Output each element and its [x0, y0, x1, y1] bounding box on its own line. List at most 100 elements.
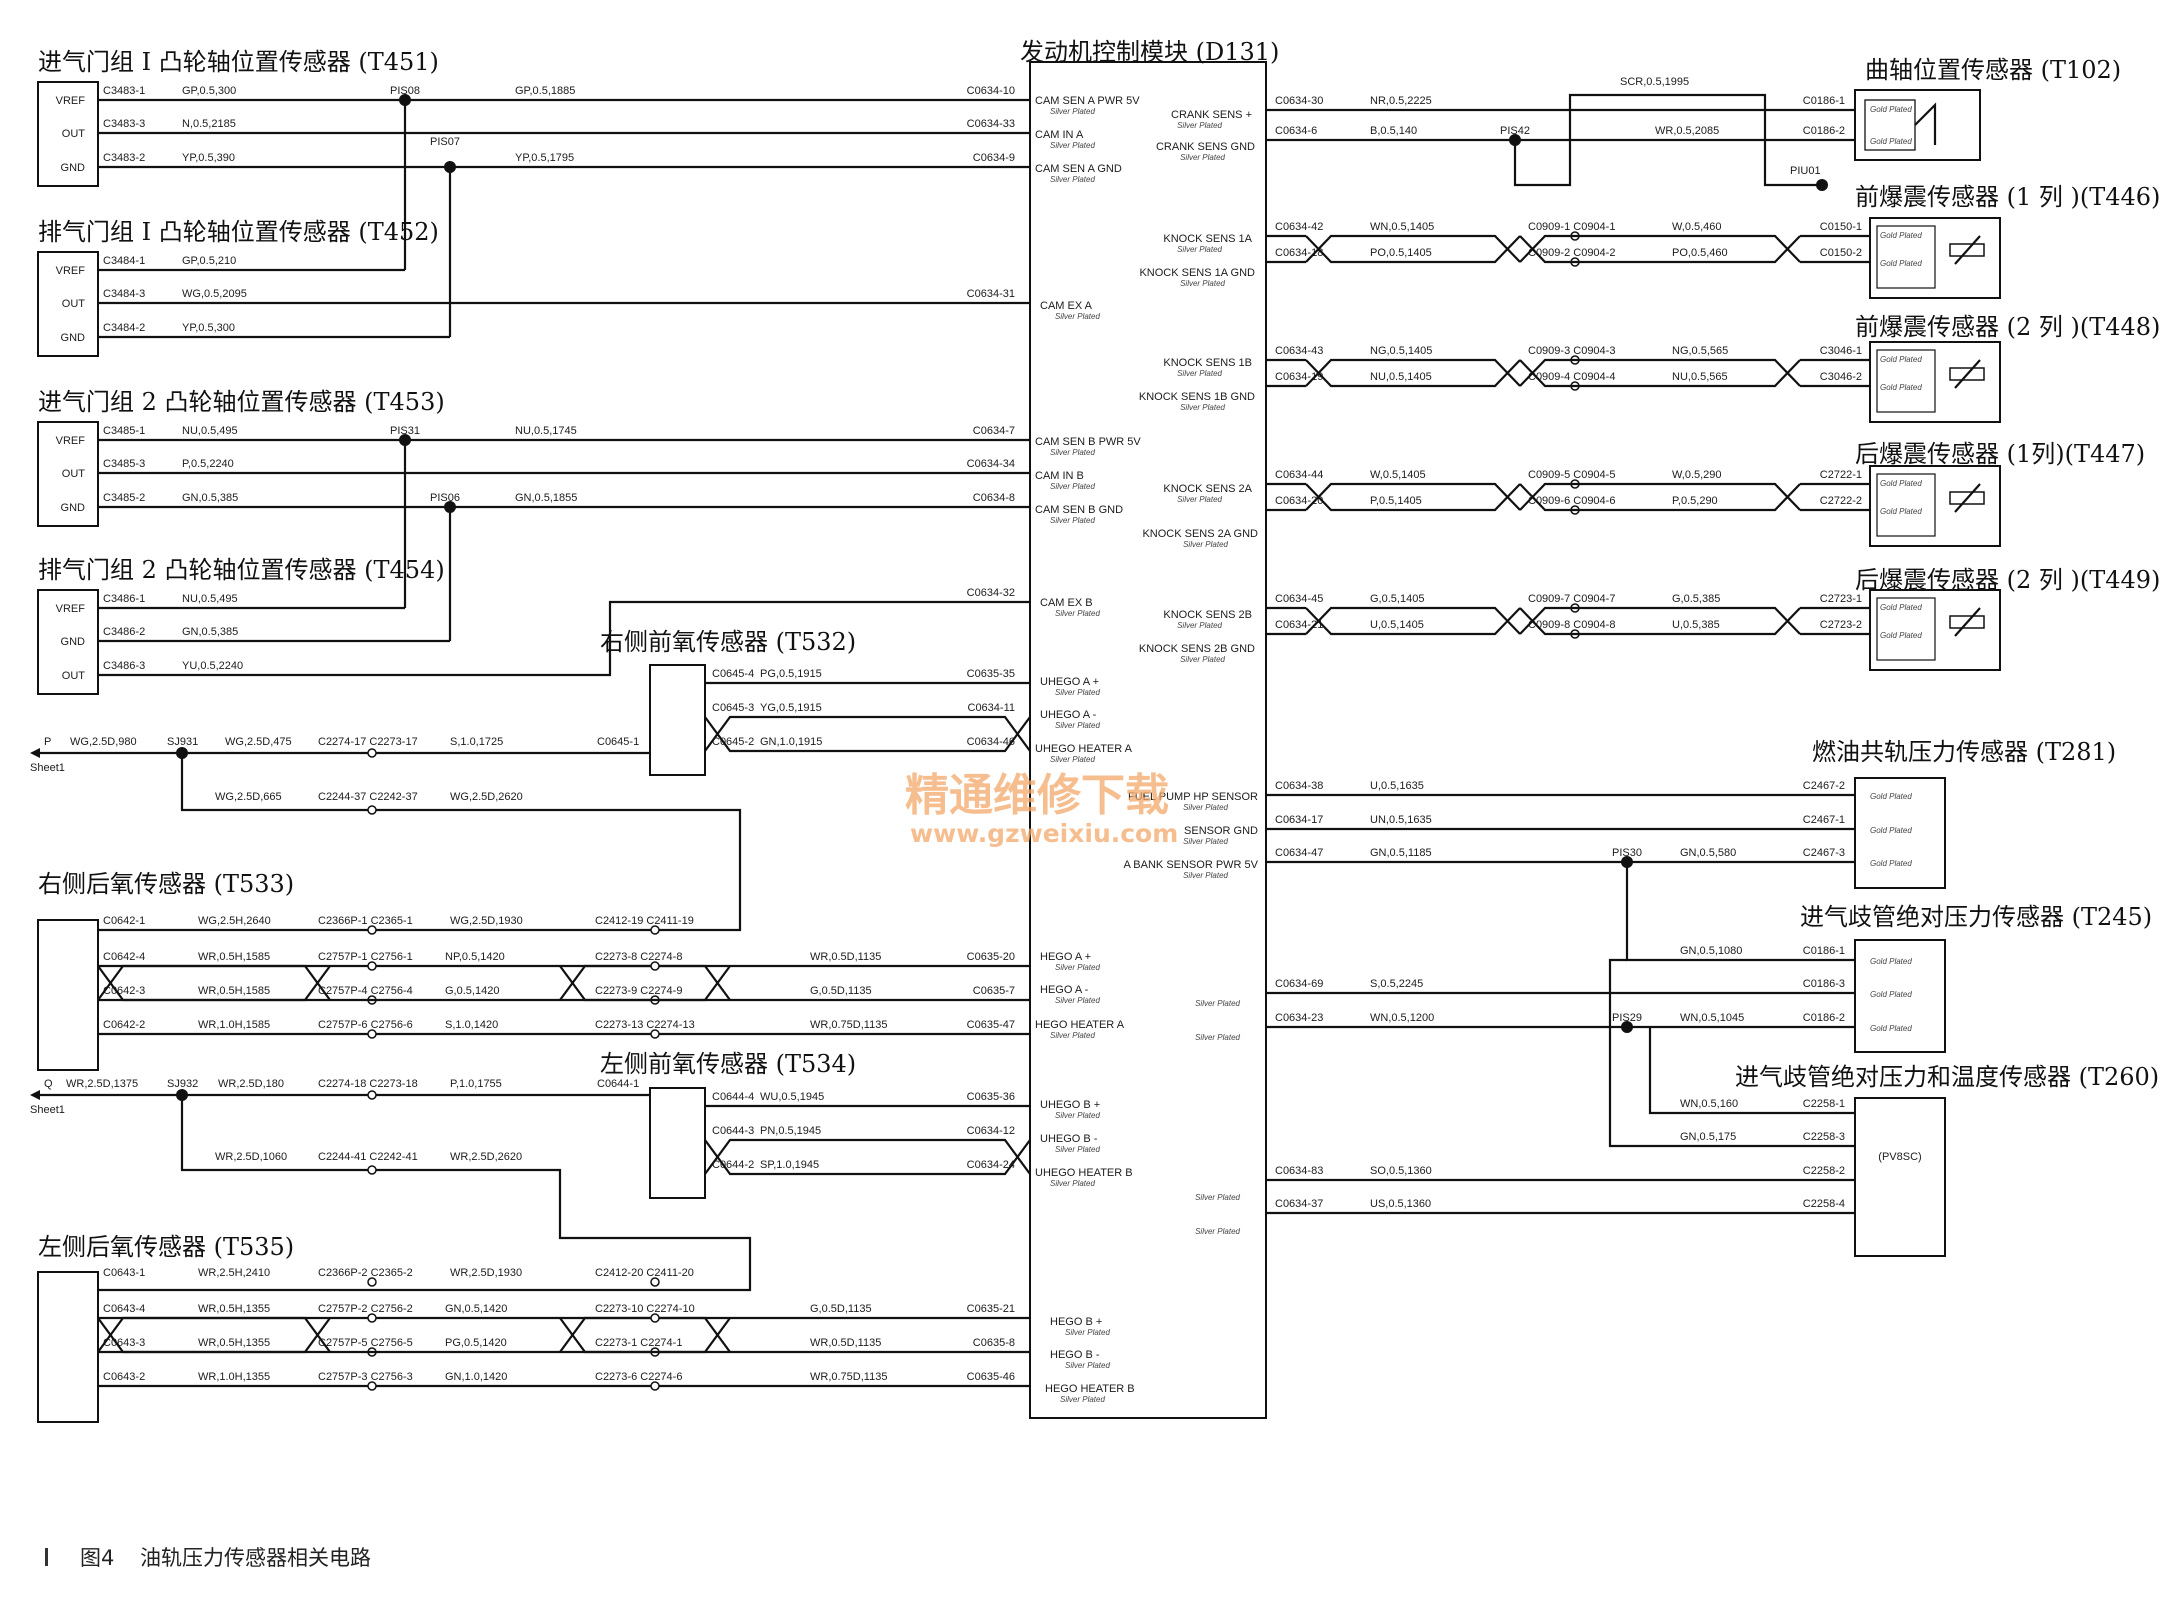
- twisted-pair: [1305, 358, 1521, 388]
- knock-element-icon: [1949, 615, 1985, 629]
- connector-label: C2757P-4 C2756-4: [318, 985, 413, 997]
- ecm-pin-hego_b_neg: HEGO B -: [1050, 1349, 1100, 1361]
- connector-label: C0909-1 C0904-1: [1528, 221, 1615, 233]
- connector-label: C2412-20 C2411-20: [595, 1267, 694, 1279]
- ecm-pin-hego_heater_a: HEGO HEATER A: [1035, 1019, 1125, 1031]
- connector-mark: [367, 925, 377, 935]
- wire-label: N,0.5,2185: [182, 118, 236, 130]
- wire-label: U,0.5,1405: [1370, 619, 1424, 631]
- plating-note: Silver Plated: [1055, 1111, 1100, 1120]
- sensor-title-t535: 左侧后氧传感器 (T535): [38, 1233, 294, 1261]
- plating-note: Silver Plated: [1180, 403, 1225, 412]
- connector-label: C3485-3: [103, 458, 145, 470]
- connector-label: C3483-3: [103, 118, 145, 130]
- ecm-pin-uhego_heater_b: UHEGO HEATER B: [1035, 1167, 1133, 1179]
- wire-label: WR,0.5H,1355: [198, 1303, 270, 1315]
- twisted-pair: [1519, 606, 1801, 636]
- sensor-element: [1876, 225, 1936, 289]
- knock-slash: [1954, 235, 1981, 265]
- sensor-title-t102: 曲轴位置传感器 (T102): [1865, 56, 2121, 84]
- wire-label: YP,0.5,300: [182, 322, 235, 334]
- wire-label: GN,0.5,580: [1680, 847, 1736, 859]
- connector-label: C0643-1: [103, 1267, 145, 1279]
- wire-label: WG,2.5H,2640: [198, 915, 271, 927]
- wire-label: GN,0.5,1855: [515, 492, 577, 504]
- connector-label: C0150-1: [1820, 221, 1862, 233]
- sensor-element: [1876, 473, 1936, 537]
- ecm-pin-knock_2b_gnd: KNOCK SENS 2B GND: [1139, 643, 1255, 655]
- plating-note: Silver Plated: [1177, 621, 1222, 630]
- plating-note: Silver Plated: [1050, 107, 1095, 116]
- wire-label: WU,0.5,1945: [760, 1091, 824, 1103]
- plating-note: Silver Plated: [1177, 245, 1222, 254]
- wire-t260-1: [1608, 958, 1855, 1148]
- wire-label: NU,0.5,1405: [1370, 371, 1432, 383]
- ecm-pin-label: C0634-32: [967, 587, 1015, 599]
- connector-label: C2258-4: [1803, 1198, 1845, 1210]
- arrow-left-icon: [30, 748, 40, 758]
- wire-label: B,0.5,140: [1370, 125, 1417, 137]
- splice-label: SJ931: [167, 736, 198, 748]
- sensor-box-t102: [1854, 89, 1981, 161]
- plating-note: Silver Plated: [1055, 1145, 1100, 1154]
- ecm-pin-uhego_b_neg: UHEGO B -: [1040, 1133, 1098, 1145]
- sensor-title-t534: 左侧前氧传感器 (T534): [600, 1050, 856, 1078]
- plating-note: Silver Plated: [1055, 996, 1100, 1005]
- connector-label: C0909-8 C0904-8: [1528, 619, 1615, 631]
- sensor-box-t532: [649, 664, 706, 776]
- wire-label: WR,2.5D,2620: [450, 1151, 522, 1163]
- ecm-pin-knock_1a: KNOCK SENS 1A: [1163, 233, 1252, 245]
- heater-branch-l: [98, 1095, 752, 1292]
- ecm-pin-label: C0635-8: [973, 1337, 1015, 1349]
- wire-label: P,1.0,1755: [450, 1078, 502, 1090]
- plating-note: Gold Plated: [1880, 355, 1922, 364]
- ecm-pin-hego_a_neg: HEGO A -: [1040, 984, 1089, 996]
- plating-note: Silver Plated: [1050, 1031, 1095, 1040]
- connector-label: C0909-2 C0904-2: [1528, 247, 1615, 259]
- plating-note: Silver Plated: [1050, 175, 1095, 184]
- ecm-pin-label: C0634-69: [1275, 978, 1323, 990]
- ecm-pin-label: C0635-21: [967, 1303, 1015, 1315]
- splice-label: SJ932: [167, 1078, 198, 1090]
- wire-label: WR,0.5H,1585: [198, 985, 270, 997]
- connector-label: C3486-1: [103, 593, 145, 605]
- connector-label: C0150-2: [1820, 247, 1862, 259]
- wire-label: W,0.5,1405: [1370, 469, 1426, 481]
- wire-label: US,0.5,1360: [1370, 1198, 1431, 1210]
- connector-label: C2273-1 C2274-1: [595, 1337, 682, 1349]
- ecm-pin-label: C0634-31: [967, 288, 1015, 300]
- plating-note: Silver Plated: [1060, 1395, 1105, 1404]
- ecm-pin-label: C0635-47: [967, 1019, 1015, 1031]
- twisted-pair: [1519, 358, 1801, 388]
- plating-note: Silver Plated: [1055, 721, 1100, 730]
- twisted-wire-b: [1305, 234, 1521, 263]
- plating-note: Gold Plated: [1870, 105, 1912, 114]
- wire-label: NG,0.5,1405: [1370, 345, 1432, 357]
- splice-label: PIS42: [1500, 125, 1530, 137]
- wire-label: WG,2.5D,980: [70, 736, 137, 748]
- ecm-pin-crank_gnd: CRANK SENS GND: [1156, 141, 1255, 153]
- connector-label: C2467-2: [1803, 780, 1845, 792]
- heater-branch-r: [98, 753, 742, 932]
- wire-label: GN,0.5,175: [1680, 1131, 1736, 1143]
- wire-label: SCR,0.5,1995: [1620, 76, 1689, 88]
- wire-label: GN,0.5,1185: [1370, 847, 1432, 859]
- wire-label: NU,0.5,495: [182, 593, 238, 605]
- ecm-pin-label: C0634-43: [1275, 345, 1323, 357]
- ecm-pin-label: C0634-38: [1275, 780, 1323, 792]
- knock-element-icon: [1949, 243, 1985, 257]
- plating-note: Gold Plated: [1870, 826, 1912, 835]
- plating-note: Silver Plated: [1065, 1328, 1110, 1337]
- sensor-box-t534: [649, 1087, 706, 1199]
- sheet-label: Q: [44, 1078, 53, 1090]
- wire-label: WN,0.5,1200: [1370, 1012, 1434, 1024]
- plating-note: Silver Plated: [1055, 963, 1100, 972]
- sensor-title-t446: 前爆震传感器 (1 列 )(T446): [1855, 183, 2160, 211]
- wire-label: GN,0.5,385: [182, 626, 238, 638]
- connector-label: C0645-4: [712, 668, 754, 680]
- wire-label: WN,0.5,1045: [1680, 1012, 1744, 1024]
- caption-bar: [45, 1548, 48, 1566]
- ecm-pin-label: C0634-46: [967, 736, 1015, 748]
- connector-label: C0186-2: [1803, 125, 1845, 137]
